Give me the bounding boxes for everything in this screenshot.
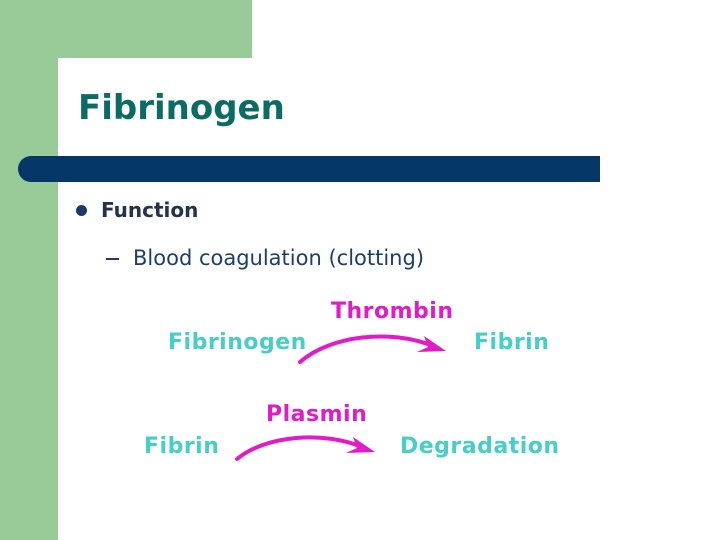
bullet-item-label: Function bbox=[101, 198, 199, 222]
page-title: Fibrinogen bbox=[78, 88, 285, 128]
green-side-strip bbox=[0, 0, 58, 540]
navy-title-rule bbox=[18, 156, 600, 182]
bullet-item-label: Blood coagulation (clotting) bbox=[133, 246, 425, 270]
reaction-arrow-icon bbox=[234, 427, 384, 469]
reaction-substrate-fibrin: Fibrin bbox=[144, 434, 220, 459]
green-top-block bbox=[0, 0, 252, 58]
bullet-dash-icon bbox=[106, 258, 119, 260]
bullet-item-function: Function bbox=[76, 198, 198, 222]
reaction-arrow-icon bbox=[297, 326, 457, 368]
reaction-product-degradation: Degradation bbox=[400, 434, 560, 459]
bullet-disc-icon bbox=[76, 204, 87, 216]
reaction-enzyme-plasmin: Plasmin bbox=[266, 402, 368, 427]
bullet-item-blood-coagulation: Blood coagulation (clotting) bbox=[106, 246, 424, 270]
reaction-enzyme-thrombin: Thrombin bbox=[331, 299, 454, 324]
reaction-substrate-fibrinogen: Fibrinogen bbox=[168, 330, 307, 355]
reaction-product-fibrin: Fibrin bbox=[474, 330, 550, 355]
white-content-card bbox=[58, 58, 720, 540]
